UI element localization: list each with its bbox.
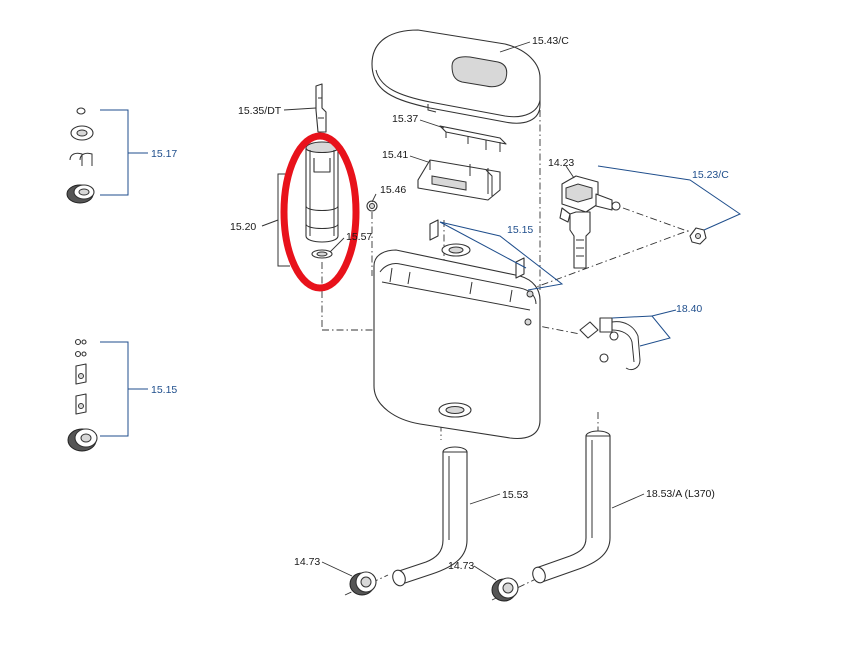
screw-15-46 [366,200,378,212]
label-18-53-a: 18.53/A (L370) [646,488,715,500]
label-15-53: 15.53 [502,489,528,501]
label-14-23: 14.23 [548,157,574,169]
label-15-57: 15.57 [346,231,372,243]
lever-bracket-15-41 [417,159,501,201]
kit-15-17-parts [66,107,95,204]
label-15-15-main: 15.15 [507,224,533,236]
label-15-35-dt: 15.35/DT [238,105,282,117]
group-bracket-15-15-main [439,221,564,291]
labels: 15.43/C 15.35/DT 15.37 15.41 14.23 15.23… [151,35,729,572]
nut-15-23-c [689,227,707,245]
cistern-body [373,219,541,440]
label-18-40: 18.40 [676,303,702,315]
label-14-73-right: 14.73 [448,560,474,572]
group-bracket-15-23-c [597,165,742,231]
group-bracket-15-20 [261,173,290,267]
group-bracket-18-40 [611,309,677,347]
cistern-lid-15-43-c [371,29,541,124]
flush-valve-15-20 [305,141,339,243]
flush-pipe-18-53-a [532,430,611,584]
label-15-41: 15.41 [382,149,408,161]
group-bracket-15-17 [100,109,148,196]
fill-valve-14-23 [559,175,621,269]
kit-15-15-parts [67,338,98,452]
seal-15-57 [311,249,333,259]
flush-lever-15-35-dt [315,83,327,133]
group-bracket-15-15 [100,341,148,437]
label-14-73-left: 14.73 [294,556,320,568]
label-15-17-group: 15.17 [151,148,177,160]
coupling-14-73-right [491,577,519,602]
label-15-43-c: 15.43/C [532,35,569,47]
flush-pipe-15-53 [392,446,468,587]
coupling-14-73-left [349,571,377,596]
label-15-15-group: 15.15 [151,384,177,396]
label-15-37: 15.37 [392,113,418,125]
leader-lines [283,41,645,581]
bracket-set-18-40 [579,317,641,371]
label-15-46: 15.46 [380,184,406,196]
label-15-23-c: 15.23/C [692,169,729,181]
highlight-ellipse [280,132,360,292]
label-15-20: 15.20 [230,221,256,233]
push-button-frame-15-37 [439,125,507,152]
